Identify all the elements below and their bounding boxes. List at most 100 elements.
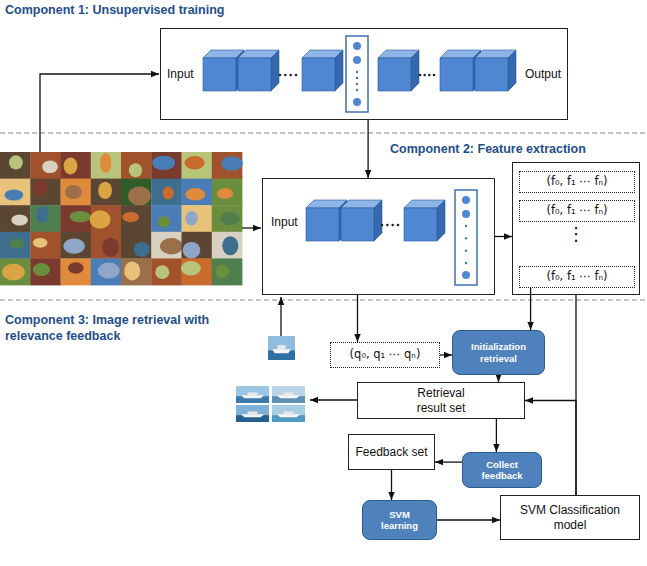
mosaic-object <box>68 262 84 274</box>
mosaic-tile <box>91 152 122 179</box>
mosaic-tile <box>61 179 92 206</box>
mosaic-object <box>90 210 111 229</box>
box-label: (f₀, f₁ ⋯ fₙ) <box>546 270 607 284</box>
mosaic-tile <box>30 152 61 179</box>
mosaic-tile <box>91 179 122 206</box>
thumbnail-sky <box>268 336 295 360</box>
mosaic-object <box>181 261 201 275</box>
vector-box: (q₀, q₁ ⋯ qₙ) <box>330 342 440 368</box>
mosaic-object <box>33 263 50 276</box>
flow-arrow <box>435 461 462 462</box>
mosaic-tile <box>182 152 213 179</box>
mosaic-object <box>215 265 229 279</box>
box-label: ⋮ <box>513 223 639 245</box>
mosaic-object <box>128 186 151 205</box>
process-label: SVM learning <box>374 509 426 532</box>
layer-cube <box>404 200 445 241</box>
thumbnail-cabin <box>248 392 258 395</box>
vector-box: (f₀, f₁ ⋯ fₙ) <box>519 171 635 193</box>
mosaic-tile <box>151 179 182 206</box>
box-label: Retrieval result set <box>405 386 477 415</box>
mosaic-object <box>33 180 49 197</box>
mosaic-tile <box>121 258 152 285</box>
box-label: Input <box>167 67 194 81</box>
section-heading: Component 2: Feature extraction <box>390 142 640 158</box>
mosaic-tile <box>0 152 31 179</box>
module-box: ⋮(f₀, f₁ ⋯ fₙ)(f₀, f₁ ⋯ fₙ)(f₀, f₁ ⋯ fₙ) <box>512 162 640 295</box>
generated-art <box>0 36 516 422</box>
mosaic-tile <box>151 205 182 232</box>
mosaic-tile <box>91 232 122 259</box>
mosaic-object <box>129 163 142 177</box>
ellipsis-dot <box>356 71 358 73</box>
mosaic-object <box>186 211 198 226</box>
mosaic-object <box>64 158 78 175</box>
mosaic-object <box>134 242 150 257</box>
ellipsis-dot <box>391 224 394 227</box>
module-box: SVM Classification model <box>500 495 640 540</box>
mosaic-tile <box>121 232 152 259</box>
dataset-arrow <box>40 74 159 152</box>
mosaic-tile <box>151 232 182 259</box>
neuron <box>353 56 361 64</box>
ellipsis-dot <box>386 224 389 227</box>
dataset-arrow <box>242 227 261 228</box>
cube-side <box>411 50 419 91</box>
mosaic-tile <box>212 258 243 285</box>
thumbnail-cabin <box>284 392 294 395</box>
mosaic-object <box>100 153 111 173</box>
neuron <box>462 196 470 204</box>
vector-box: (f₀, f₁ ⋯ fₙ) <box>519 266 635 288</box>
process-label: Initialization retrieval <box>459 341 539 364</box>
mosaic-object <box>2 264 25 281</box>
cube-front <box>341 208 374 241</box>
mosaic-object <box>9 155 23 169</box>
mosaic-tile <box>30 179 61 206</box>
ellipsis-dot <box>284 74 287 77</box>
cube-front <box>306 208 339 241</box>
mosaic-object <box>98 263 120 279</box>
cube-side <box>508 50 516 91</box>
mosaic-object <box>220 212 240 225</box>
ellipsis-dot <box>356 77 358 79</box>
mosaic-tile <box>30 232 61 259</box>
mosaic-tile <box>121 179 152 206</box>
mosaic-tile <box>61 152 92 179</box>
result-arrow <box>310 399 357 400</box>
mosaic-object <box>33 238 48 248</box>
layer-cube <box>378 50 419 91</box>
process-box: SVM learning <box>362 500 437 540</box>
mosaic-tile <box>212 205 243 232</box>
cube-side <box>335 50 343 91</box>
cube-front <box>238 58 271 91</box>
module-box: InputOutput <box>160 28 568 120</box>
mosaic-tile <box>212 232 243 259</box>
ellipsis-dot <box>295 74 298 77</box>
thumbnail-sea <box>272 396 305 403</box>
cube-front <box>404 208 437 241</box>
ellipsis-dot <box>381 224 384 227</box>
flow-arrow <box>575 295 576 495</box>
process-label: Collect feedback <box>472 459 532 482</box>
mosaic-tile <box>151 152 182 179</box>
box-label: SVM Classification model <box>508 503 632 532</box>
mosaic-tile <box>182 258 213 285</box>
thumbnail-boat <box>241 414 264 417</box>
mosaic-tile <box>30 205 61 232</box>
thumbnail-sky <box>272 386 305 403</box>
mosaic-tile <box>212 179 243 206</box>
mosaic-object <box>124 261 140 280</box>
layer-cube <box>238 50 279 91</box>
box-label: Feedback set <box>355 445 427 459</box>
mosaic-tile <box>30 258 61 285</box>
mosaic-tile <box>182 205 213 232</box>
mosaic-object <box>122 212 139 222</box>
mosaic-tile <box>0 179 31 206</box>
mosaic-object <box>70 211 91 222</box>
ellipsis-dot <box>433 74 436 77</box>
ellipsis-dot <box>356 83 358 85</box>
vector-box: (f₀, f₁ ⋯ fₙ) <box>519 200 635 222</box>
thumbnail-cabin <box>284 411 294 414</box>
mosaic-object <box>185 188 205 200</box>
